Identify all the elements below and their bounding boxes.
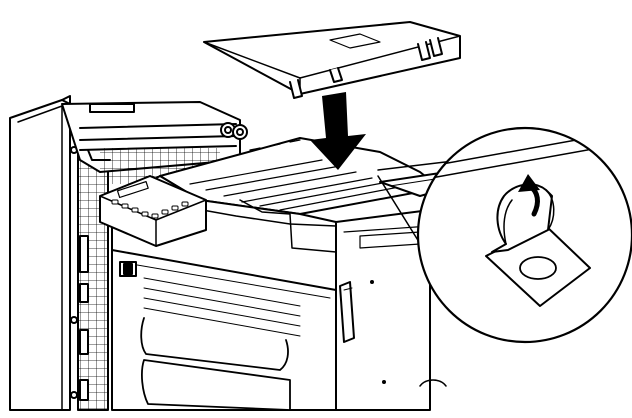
down-arrow-icon	[310, 92, 366, 170]
control-panel	[99, 175, 207, 247]
printer-rear-frame	[61, 101, 248, 184]
cover-unit	[203, 21, 461, 99]
curved-arrow-icon	[518, 174, 540, 217]
detail-magnifier	[416, 126, 632, 344]
